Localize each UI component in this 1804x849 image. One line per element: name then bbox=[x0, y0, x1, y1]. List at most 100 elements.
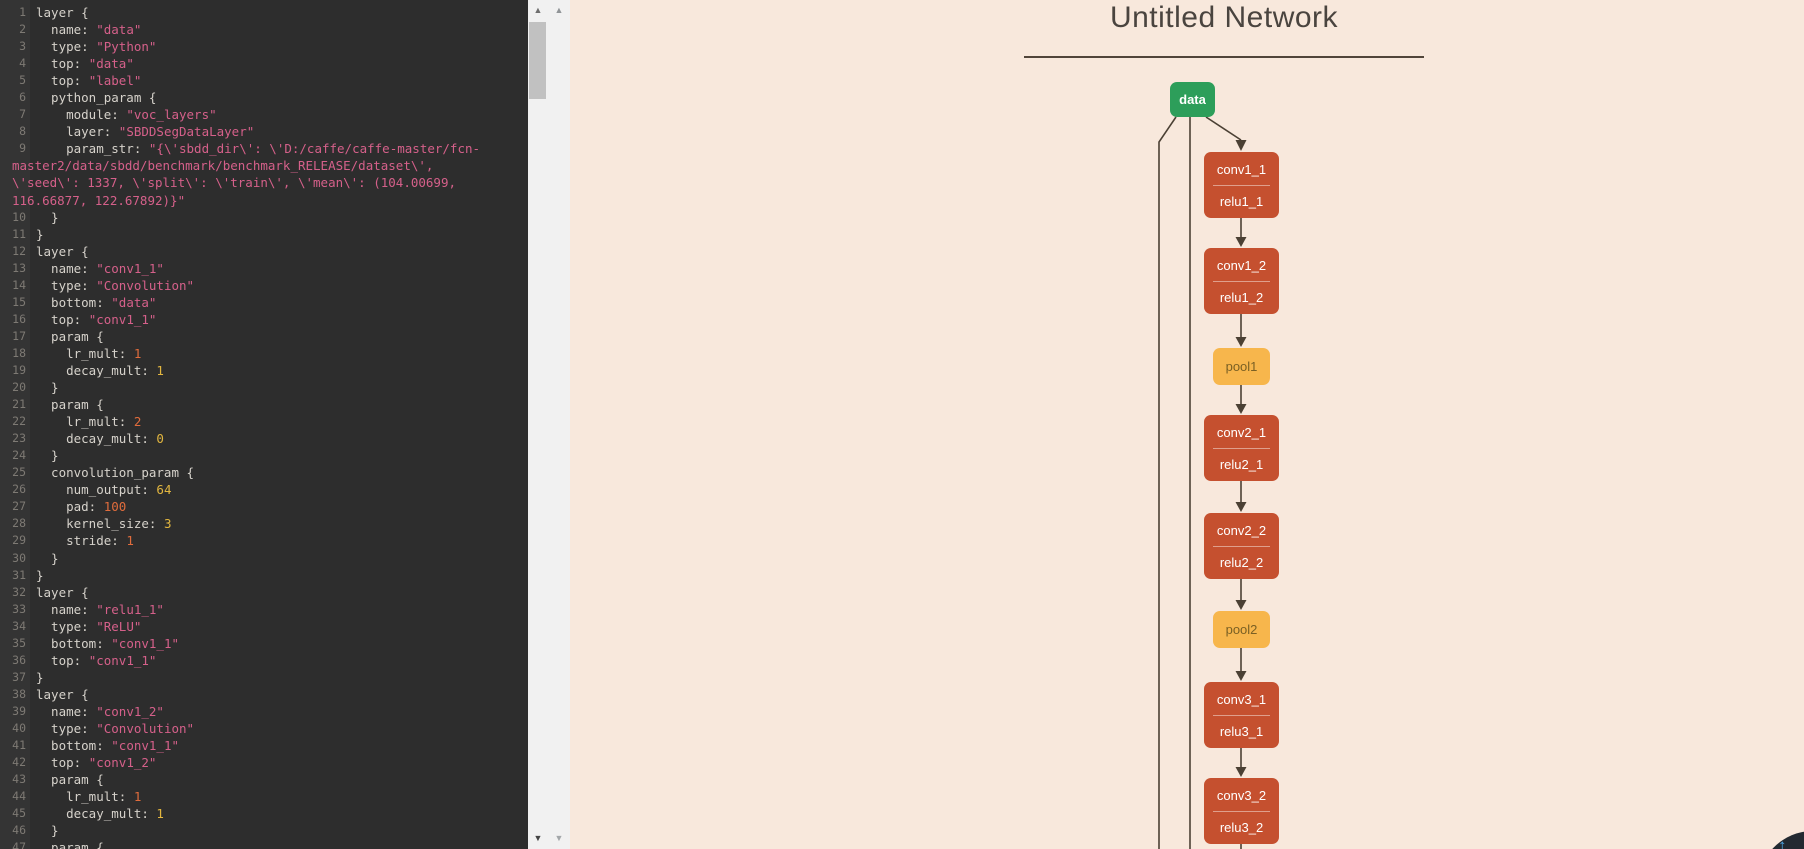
code-line: 24 } bbox=[0, 447, 528, 464]
code-line: 22 lr_mult: 2 bbox=[0, 413, 528, 430]
line-number: 22 bbox=[12, 414, 26, 429]
scroll-up-icon[interactable]: ▲ bbox=[533, 5, 543, 15]
title-divider bbox=[1024, 56, 1424, 58]
line-number: 41 bbox=[12, 738, 26, 753]
page-scroll-up-icon[interactable]: ▲ bbox=[554, 5, 564, 15]
editor-scrollbar[interactable]: ▲ ▼ bbox=[528, 0, 548, 849]
node-label-bottom: relu2_2 bbox=[1219, 554, 1264, 570]
code-line: 30 } bbox=[0, 550, 528, 567]
code-line: 19 decay_mult: 1 bbox=[0, 362, 528, 379]
line-number: 43 bbox=[12, 772, 26, 787]
node-label-top: conv2_2 bbox=[1216, 522, 1267, 538]
line-number: 25 bbox=[12, 465, 26, 480]
line-number: 16 bbox=[12, 311, 26, 326]
code-line: 9 param_str: "{\'sbdd_dir\': \'D:/caffe/… bbox=[0, 140, 528, 157]
page-scrollbar[interactable]: ▲ ▼ bbox=[548, 0, 570, 849]
graph-edges bbox=[1158, 116, 1247, 849]
line-number: 36 bbox=[12, 652, 26, 667]
code-line: 2 name: "data" bbox=[0, 21, 528, 38]
node-divider bbox=[1213, 184, 1270, 186]
line-number: 10 bbox=[12, 209, 26, 224]
node-label-top: conv1_2 bbox=[1216, 257, 1267, 273]
edge-conv1_1-to-conv1_2 bbox=[1235, 218, 1247, 247]
line-number: 7 bbox=[19, 107, 26, 122]
code-line: 20 } bbox=[0, 379, 528, 396]
code-line: 28 kernel_size: 3 bbox=[0, 515, 528, 532]
line-number: 45 bbox=[12, 806, 26, 821]
line-number: 30 bbox=[12, 550, 26, 565]
layer-node-pool1[interactable]: pool1 bbox=[1213, 348, 1270, 385]
layer-node-conv1_2[interactable]: conv1_2 relu1_2 bbox=[1204, 248, 1279, 314]
node-label: data bbox=[1179, 92, 1206, 107]
code-line: 18 lr_mult: 1 bbox=[0, 345, 528, 362]
line-number: 42 bbox=[12, 755, 26, 770]
line-number: 8 bbox=[19, 124, 26, 139]
node-label: pool1 bbox=[1225, 359, 1258, 374]
edge-conv3_1-to-conv3_2 bbox=[1235, 748, 1247, 777]
layer-node-data[interactable]: data bbox=[1170, 82, 1215, 117]
node-divider bbox=[1213, 447, 1270, 449]
code-line: 3 type: "Python" bbox=[0, 38, 528, 55]
line-number: 46 bbox=[12, 823, 26, 838]
code-line: 8 layer: "SBDDSegDataLayer" bbox=[0, 123, 528, 140]
layer-node-conv2_2[interactable]: conv2_2 relu2_2 bbox=[1204, 513, 1279, 579]
line-number: 38 bbox=[12, 686, 26, 701]
code-line: 33 name: "relu1_1" bbox=[0, 601, 528, 618]
line-number: 23 bbox=[12, 431, 26, 446]
code-line: 42 top: "conv1_2" bbox=[0, 754, 528, 771]
line-number: 5 bbox=[19, 73, 26, 88]
code-line: 23 decay_mult: 0 bbox=[0, 430, 528, 447]
line-number: 9 bbox=[19, 141, 26, 156]
code-line: 37} bbox=[0, 669, 528, 686]
code-line: 36 top: "conv1_1" bbox=[0, 652, 528, 669]
node-label: pool2 bbox=[1225, 622, 1258, 637]
editor-scrollbar-thumb[interactable] bbox=[529, 22, 546, 99]
code-line: 6 python_param { bbox=[0, 89, 528, 106]
line-number: 1 bbox=[19, 5, 26, 19]
node-label-bottom: relu1_2 bbox=[1219, 289, 1264, 305]
editor-gutter bbox=[0, 0, 30, 849]
line-number: 34 bbox=[12, 618, 26, 633]
node-label-top: conv2_1 bbox=[1216, 424, 1267, 440]
network-title: Untitled Network bbox=[1109, 1, 1339, 34]
line-number: 32 bbox=[12, 584, 26, 599]
page-scroll-down-icon[interactable]: ▼ bbox=[554, 833, 564, 843]
edge-data-to-left-branch bbox=[1158, 116, 1177, 849]
node-label-top: conv3_1 bbox=[1216, 691, 1267, 707]
node-label-bottom: relu1_1 bbox=[1219, 193, 1264, 209]
line-number: 33 bbox=[12, 601, 26, 616]
line-number: 15 bbox=[12, 294, 26, 309]
code-line: 27 pad: 100 bbox=[0, 498, 528, 515]
layer-node-pool2[interactable]: pool2 bbox=[1213, 611, 1270, 648]
line-number: 14 bbox=[12, 277, 26, 292]
line-number: 27 bbox=[12, 499, 26, 514]
line-number: 12 bbox=[12, 243, 26, 258]
line-number: 31 bbox=[12, 567, 26, 582]
code-line: 34 type: "ReLU" bbox=[0, 618, 528, 635]
code-line: 41 bottom: "conv1_1" bbox=[0, 737, 528, 754]
line-number: 17 bbox=[12, 328, 26, 343]
node-divider bbox=[1213, 545, 1270, 547]
code-line: 31} bbox=[0, 567, 528, 584]
code-line: 25 convolution_param { bbox=[0, 464, 528, 481]
code-line: 13 name: "conv1_1" bbox=[0, 260, 528, 277]
code-line: 7 module: "voc_layers" bbox=[0, 106, 528, 123]
code-line: 14 type: "Convolution" bbox=[0, 277, 528, 294]
code-line: 5 top: "label" bbox=[0, 72, 528, 89]
scroll-down-icon[interactable]: ▼ bbox=[533, 833, 543, 843]
edge-pool1-to-conv2_1 bbox=[1235, 385, 1247, 414]
line-number: 37 bbox=[12, 669, 26, 684]
code-line: 46 } bbox=[0, 822, 528, 839]
line-number: 20 bbox=[12, 380, 26, 395]
line-number: 35 bbox=[12, 635, 26, 650]
